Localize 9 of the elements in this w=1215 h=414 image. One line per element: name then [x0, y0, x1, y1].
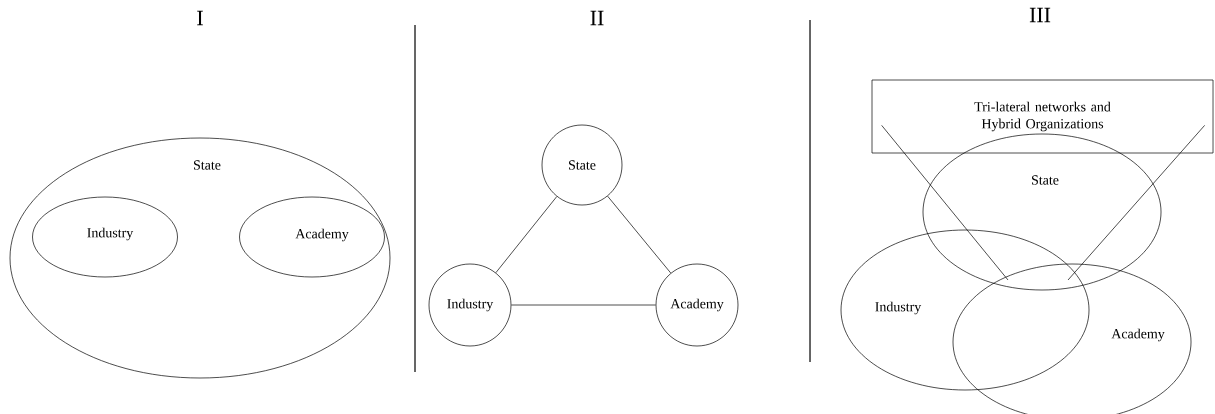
panel-heading: III — [1029, 7, 1051, 23]
connector-line — [511, 304, 656, 306]
leader-line — [881, 125, 1009, 281]
panel-heading: I — [197, 10, 203, 26]
panel-heading: II — [590, 10, 604, 26]
text-box: Tri-lateral networks and Hybrid Organizations — [871, 79, 1214, 154]
connector-line — [495, 196, 558, 274]
leader-line — [1067, 125, 1205, 281]
connector-line — [607, 195, 672, 274]
